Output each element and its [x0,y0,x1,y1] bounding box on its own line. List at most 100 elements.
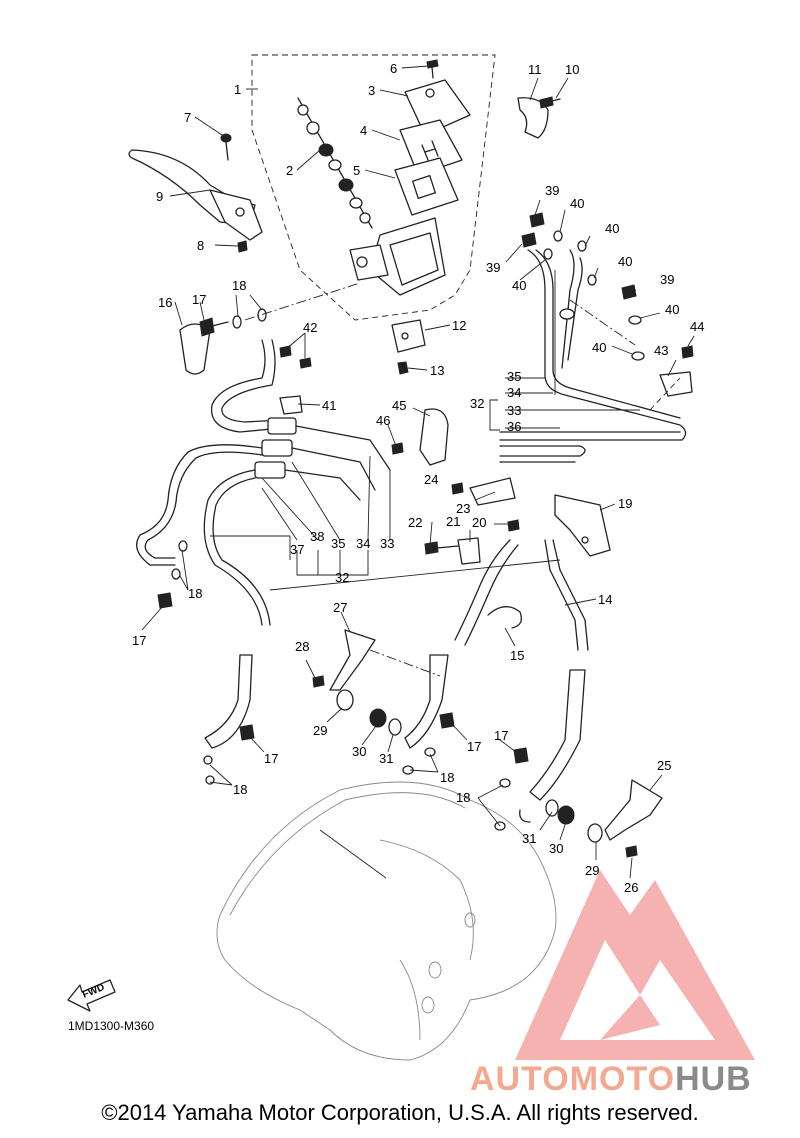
callout-35a: 35 [507,369,521,384]
callout-17e: 17 [494,728,508,743]
reservoir-cap [404,79,471,136]
callout-39a: 39 [545,183,559,198]
brake-lever [128,149,263,241]
callout-5: 5 [353,163,360,178]
brake-pipes [499,249,687,463]
callout-24: 24 [424,472,438,487]
callout-31b: 31 [522,831,536,846]
union-bolts-and-gaskets [521,212,645,361]
callout-30b: 30 [549,841,563,856]
front-brake-switch [391,319,426,375]
callout-30a: 30 [352,744,366,759]
upper-brake-hose [210,339,283,433]
callout-39c: 39 [660,272,674,287]
callout-22: 22 [408,515,422,530]
callout-3: 3 [368,83,375,98]
callouts: 1 2 3 4 5 6 7 8 9 10 11 12 13 14 15 16 1… [132,61,704,895]
callout-1: 1 [234,82,241,97]
holder-clamp [517,96,561,139]
master-cylinder-body [349,217,446,296]
callout-26: 26 [624,880,638,895]
copyright-notice: ©2014 Yamaha Motor Corporation, U.S.A. A… [101,1100,699,1125]
callout-16: 16 [158,295,172,310]
fwd-arrow-icon: FWD [67,979,116,1012]
upper-banjo-assembly [179,282,361,375]
callout-10: 10 [565,62,579,77]
grommets [336,689,603,843]
callout-33a: 33 [507,403,521,418]
callout-40d: 40 [512,278,526,293]
diaphragm-plate [399,119,463,176]
callout-15: 15 [510,648,524,663]
callout-6: 6 [390,61,397,76]
hose-bracket-27 [312,629,441,691]
callout-9: 9 [156,189,163,204]
leader-lines [141,65,695,879]
callout-40c: 40 [618,254,632,269]
callout-33b: 33 [380,536,394,551]
callout-28: 28 [295,639,309,654]
callout-40f: 40 [592,340,606,355]
callout-31a: 31 [379,751,393,766]
callout-18e: 18 [456,790,470,805]
hose-bracket-25 [604,779,663,858]
callout-29a: 29 [313,723,327,738]
cap-screw [426,59,439,79]
callout-2: 2 [286,163,293,178]
front-fender [216,781,557,1061]
master-cylinder-kit-outline [251,54,496,321]
callout-44: 44 [690,319,704,334]
callout-27: 27 [333,600,347,615]
callout-34a: 34 [507,385,521,400]
callout-18a: 18 [232,278,246,293]
lever-pivot-bolt [220,133,232,161]
callout-7: 7 [184,110,191,125]
callout-17c: 17 [264,751,278,766]
callout-17a: 17 [192,292,206,307]
callout-18b: 18 [188,586,202,601]
callout-32a: 32 [470,396,484,411]
callout-20: 20 [472,515,486,530]
callout-11: 11 [528,62,542,77]
pipe-clamp-rear [649,345,694,411]
callout-13: 13 [430,363,444,378]
callout-45: 45 [392,398,406,413]
callout-14: 14 [598,592,612,607]
callout-21: 21 [446,514,460,529]
callout-39b: 39 [486,260,500,275]
hose-bracket-19 [424,477,611,565]
lower-banjo-bolts [157,540,529,831]
callout-37: 37 [290,542,304,557]
callout-35b: 35 [331,536,345,551]
callout-12: 12 [452,318,466,333]
hose-guide-41 [279,345,312,415]
callout-32b: 32 [335,570,349,585]
watermark-part1: AUTOMOTO [470,1060,675,1098]
callout-42: 42 [303,320,317,335]
callout-36: 36 [507,419,521,434]
callout-4: 4 [360,123,367,138]
hose-guide-45 [391,408,449,466]
callout-18c: 18 [233,782,247,797]
callout-23: 23 [456,501,470,516]
watermark-text: AUTOMOTOHUB [470,1060,752,1098]
callout-46: 46 [376,413,390,428]
callout-17b: 17 [132,633,146,648]
diaphragm [394,157,459,216]
callout-18d: 18 [440,770,454,785]
callout-8: 8 [197,238,204,253]
callout-19: 19 [618,496,632,511]
callout-25: 25 [657,758,671,773]
callout-41: 41 [322,398,336,413]
callout-38: 38 [310,529,324,544]
automotohub-logo [515,870,755,1060]
callout-40e: 40 [665,302,679,317]
piston-kit [297,97,373,229]
left-brake-hose [136,444,271,785]
right-brake-hose [404,539,589,823]
callout-40b: 40 [605,221,619,236]
callout-17d: 17 [467,739,481,754]
hose-clamp-15 [487,606,523,629]
callout-34b: 34 [356,536,370,551]
